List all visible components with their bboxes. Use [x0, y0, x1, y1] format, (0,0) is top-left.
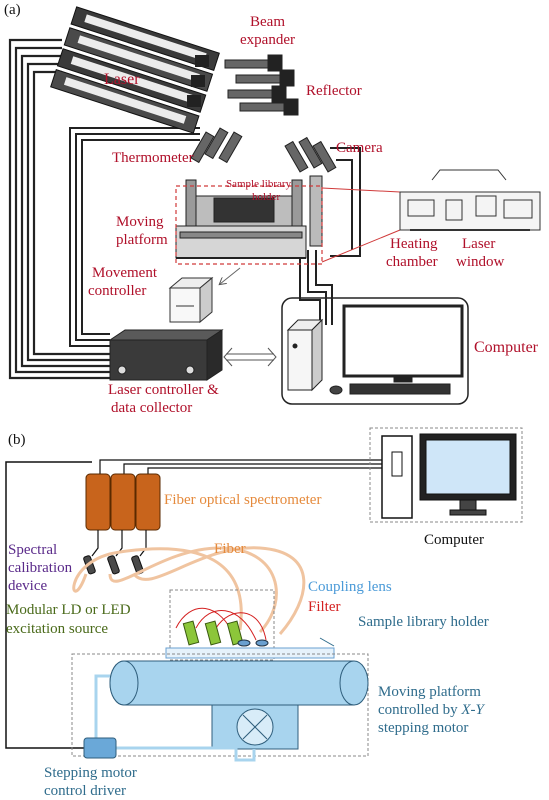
- controller-computer-arrow: [223, 347, 277, 367]
- moving-platform-label-b3: stepping motor: [378, 720, 468, 736]
- heating-chamber-label-2: chamber: [386, 254, 438, 270]
- spectral-label-1: Spectral: [8, 542, 57, 558]
- camera-label: Camera: [336, 140, 383, 156]
- controller-cable: [5, 461, 92, 749]
- moving-platform-label-b2-pre: controlled by: [378, 702, 461, 718]
- laser-window-label-1: Laser: [462, 236, 495, 252]
- excitation-zone: [169, 589, 275, 661]
- laser-controller-label-1: Laser controller &: [108, 382, 219, 398]
- laser-units: [50, 6, 220, 134]
- platform-zone: [71, 653, 369, 757]
- moving-platform-label-b2: controlled by X-Y: [378, 702, 485, 718]
- moving-platform-label-2: platform: [116, 232, 168, 248]
- computer-frame: [281, 297, 469, 405]
- sample-library-label-1: Sample library: [226, 178, 292, 190]
- camera-heads: [284, 136, 337, 173]
- driver-cables: [94, 674, 256, 762]
- beam-expander-label-1: Beam: [250, 14, 285, 30]
- laser-label: Laser: [104, 71, 140, 88]
- moving-platform-label-1: Moving: [116, 214, 164, 230]
- computer-frame-b: [369, 427, 523, 523]
- sample-holder-leader: [319, 637, 335, 647]
- fiber-spectrometers: [85, 473, 161, 531]
- stepping-driver-label-2: control driver: [44, 783, 126, 799]
- sample-holder-label: Sample library holder: [358, 614, 489, 630]
- movement-controller-box: [168, 276, 214, 324]
- platform-controller-arrow: [220, 267, 241, 284]
- movement-controller-label-2: controller: [88, 283, 146, 299]
- moving-platform-label-b1: Moving platform: [378, 684, 481, 700]
- sample-holder: [165, 647, 335, 659]
- sample-holder-highlight: [175, 185, 323, 265]
- computer-tower: [286, 318, 324, 392]
- laser-cables: [8, 38, 110, 380]
- stepping-driver-label-1: Stepping motor: [44, 765, 137, 781]
- computer-label-b: Computer: [424, 532, 484, 548]
- moving-platform-label-b2-em: X-Y: [460, 702, 485, 718]
- panel-a-tag: (a): [4, 2, 21, 18]
- beam-expander-label-2: expander: [240, 32, 295, 48]
- laser-controller-box: [108, 329, 224, 381]
- coupling-lenses: [237, 639, 269, 647]
- moving-platform-machine: [175, 175, 323, 259]
- modular-label-1: Modular LD or LED: [6, 602, 131, 618]
- laser-controller-label-2: data collector: [111, 400, 192, 416]
- fiber-spectrometer-label: Fiber optical spectrometer: [164, 492, 321, 508]
- computer-tower-b: [381, 435, 413, 519]
- heating-chamber-label-1: Heating: [390, 236, 438, 252]
- reflector-label: Reflector: [306, 83, 362, 99]
- computer-label-a: Computer: [474, 339, 539, 356]
- heating-chamber: [399, 169, 541, 231]
- sample-library-label-2: holder: [252, 191, 280, 203]
- computer-monitor: [329, 304, 464, 395]
- spectrometer-computer-cables: [99, 459, 384, 474]
- movement-controller-label-1: Movement: [92, 265, 158, 281]
- sensor-cables: [69, 127, 361, 347]
- beam-expanders: [224, 54, 299, 116]
- laser-window-label-2: window: [456, 254, 505, 270]
- excitation-sources: [182, 620, 244, 646]
- fiber-label: Fiber: [214, 541, 246, 557]
- modular-label-2: excitation source: [6, 621, 108, 637]
- thermometer-heads: [190, 127, 243, 164]
- panel-a: (a): [4, 2, 541, 416]
- coupling-lens-label: Coupling lens: [308, 579, 392, 595]
- calibration-devices: [83, 555, 144, 575]
- moving-platform-b: [109, 660, 369, 750]
- computer-monitor-b: [419, 433, 517, 516]
- panel-b: (b) Computer Fiber optical spectro: [5, 427, 523, 799]
- spectral-label-3: device: [8, 578, 47, 594]
- filter-label: Filter: [308, 599, 341, 615]
- spectral-label-2: calibration: [8, 560, 73, 576]
- zoom-leaders: [321, 187, 401, 263]
- fibers: [72, 546, 306, 635]
- stepping-driver-box: [83, 737, 117, 759]
- thermometer-label: Thermometer: [112, 150, 194, 166]
- panel-b-tag: (b): [8, 432, 26, 448]
